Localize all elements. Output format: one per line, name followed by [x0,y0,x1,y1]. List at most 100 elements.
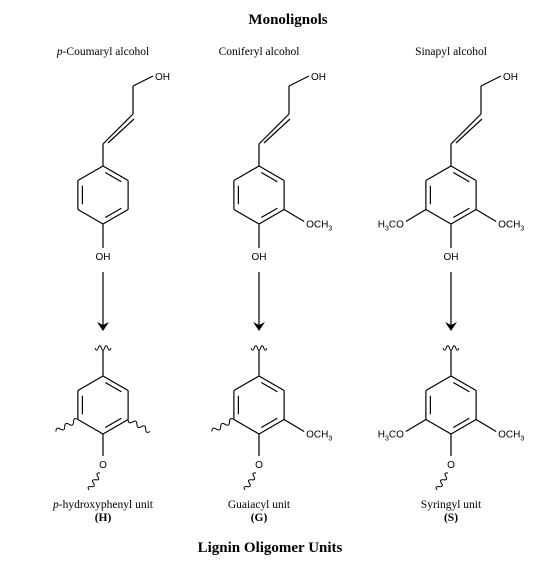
unit-name: Guaiacyl unit [228,499,291,511]
benzene-ring [233,375,285,435]
benzene-ring [425,165,477,225]
methoxy-group-right: OCH3 [498,430,524,443]
side-chain-bond [480,75,502,87]
ring-bond [233,208,260,225]
ring-double-bond [104,417,122,429]
side-chain-bond [132,75,154,87]
wavy-linkage [442,345,460,351]
methoxy-group-right: OCH3 [498,220,524,233]
benzene-ring [233,165,285,225]
lignin-unit-0: Op-hydroxyphenyl unit(H) [52,345,154,524]
ring-bond [258,375,285,392]
ring-double-bond [452,417,470,429]
ring-bond [425,375,452,392]
ring-bond [102,165,129,182]
ring-bond [425,208,452,225]
methoxy-bond [405,208,427,223]
wavy-linkage [211,418,235,432]
wavy-linkage [94,345,112,351]
side-chain-bond [102,113,134,145]
methoxy-bond [405,418,427,433]
side-chain-bond [288,75,310,87]
side-chain-double-bond [455,118,483,144]
unit-name: p-hydroxyphenyl unit [52,499,154,511]
methoxy-group-right: OCH3 [306,220,332,233]
benzene-ring [77,165,129,225]
wavy-linkage [87,472,101,491]
unit-abbreviation: (G) [251,512,268,524]
methoxy-bond [283,418,305,433]
side-chain-double-bond [263,118,291,144]
wavy-linkage [127,419,151,433]
title-monolignols: Monolignols [248,12,327,28]
wavy-linkage [250,345,268,351]
ring-double-bond [260,381,278,393]
ring-double-bond [452,207,470,219]
title-lignin-units: Lignin Oligomer Units [198,540,343,556]
methoxy-bond [475,418,497,433]
lignin-unit-2: O OCH3 H3CO Syringyl unit(S) [378,345,524,524]
ring-bond [450,165,477,182]
methoxy-group-left: H3CO [378,430,404,443]
side-chain-bond [258,113,290,145]
unit-abbreviation: (H) [95,512,112,524]
wavy-linkage [55,418,79,432]
ring-bond [102,208,129,225]
hydroxyl-group-top: OH [503,72,518,83]
unit-abbreviation: (S) [444,512,458,524]
ring-bond [450,208,477,225]
hydroxyl-group-para: OH [252,252,267,263]
ring-double-bond [104,207,122,219]
wavy-linkage [243,472,257,491]
ring-double-bond [104,381,122,393]
ring-bond [258,165,285,182]
ring-bond [450,418,477,435]
ring-bond [77,165,104,182]
wavy-linkage [435,472,449,491]
ring-bond [77,375,104,392]
ether-oxygen: O [447,460,455,471]
ring-double-bond [260,207,278,219]
ether-oxygen: O [255,460,263,471]
ring-bond [425,165,452,182]
ring-double-bond [260,171,278,183]
monolignol-name: Sinapyl alcohol [415,46,487,58]
ring-double-bond [260,417,278,429]
ring-double-bond [452,171,470,183]
methoxy-group-right: OCH3 [306,430,332,443]
ring-double-bond [452,381,470,393]
ring-bond [233,165,260,182]
ring-bond [258,418,285,435]
ring-bond [102,418,129,435]
side-chain-double-bond [107,118,135,144]
ring-bond [450,375,477,392]
methoxy-group-left: H3CO [378,220,404,233]
ring-bond [233,418,260,435]
methoxy-bond [475,208,497,223]
methoxy-bond [283,208,305,223]
ring-bond [77,418,104,435]
ring-bond [233,375,260,392]
ring-bond [425,418,452,435]
hydroxyl-group-top: OH [311,72,326,83]
unit-name: Syringyl unit [421,499,482,511]
hydroxyl-group-para: OH [96,252,111,263]
side-chain-bond [450,113,482,145]
benzene-ring [425,375,477,435]
monolignol-name: p-Coumaryl alcohol [56,46,149,58]
ring-bond [102,375,129,392]
hydroxyl-group-para: OH [444,252,459,263]
ring-double-bond [104,171,122,183]
hydroxyl-group-top: OH [155,72,170,83]
ring-bond [77,208,104,225]
ring-bond [258,208,285,225]
monolignol-name: Coniferyl alcohol [219,46,300,58]
benzene-ring [77,375,129,435]
ether-oxygen: O [99,460,107,471]
